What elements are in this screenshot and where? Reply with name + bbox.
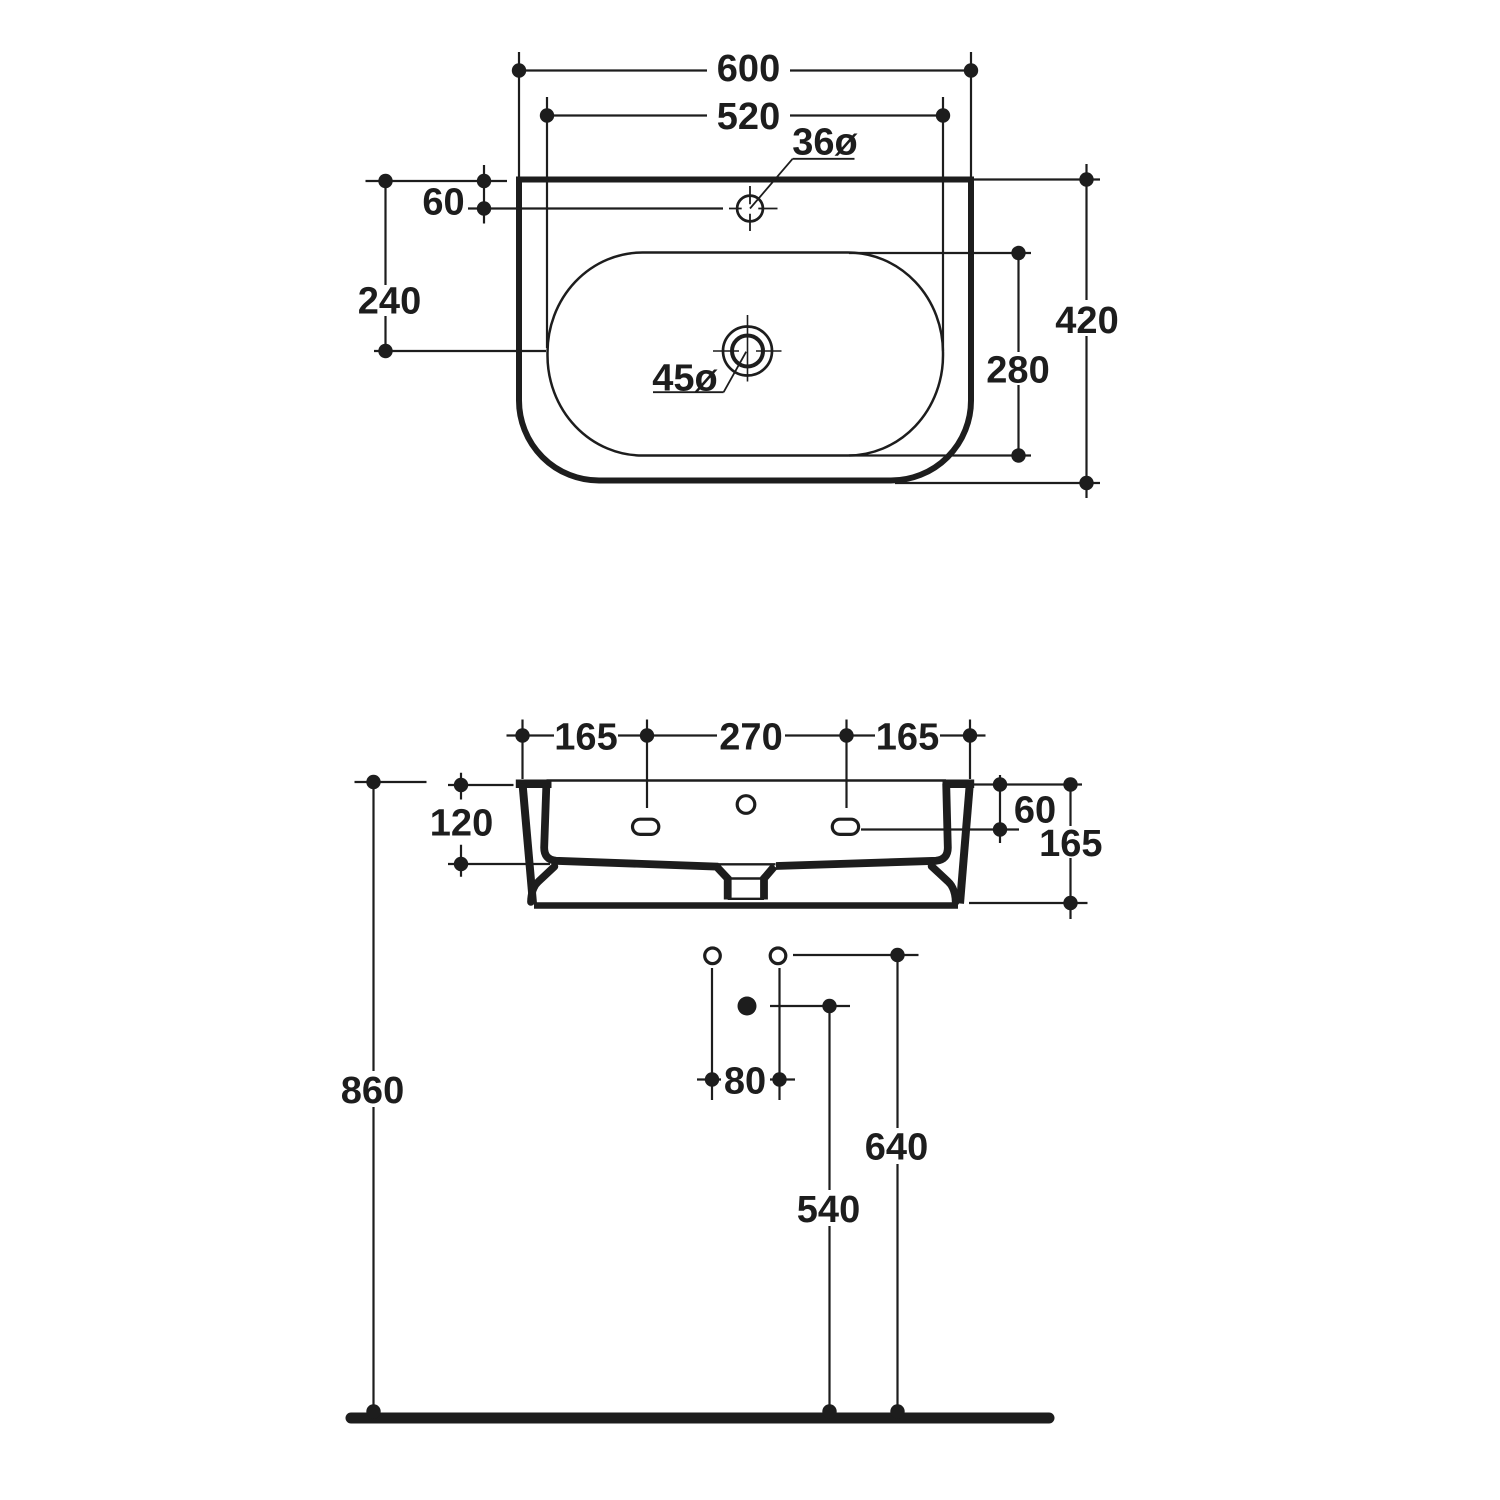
svg-text:165: 165	[1039, 823, 1102, 865]
svg-text:45ø: 45ø	[652, 358, 718, 400]
svg-text:280: 280	[986, 350, 1049, 392]
svg-text:420: 420	[1055, 300, 1118, 342]
svg-text:600: 600	[717, 48, 780, 90]
svg-text:165: 165	[876, 717, 939, 759]
svg-text:540: 540	[797, 1189, 860, 1231]
svg-text:120: 120	[430, 802, 493, 844]
svg-text:270: 270	[719, 717, 782, 759]
svg-text:165: 165	[554, 717, 617, 759]
svg-text:60: 60	[1014, 790, 1056, 832]
svg-text:640: 640	[865, 1127, 928, 1169]
svg-text:36ø: 36ø	[792, 122, 858, 164]
svg-text:860: 860	[341, 1070, 404, 1112]
svg-text:80: 80	[724, 1060, 766, 1102]
svg-text:240: 240	[358, 280, 421, 322]
svg-text:60: 60	[422, 181, 464, 223]
svg-text:520: 520	[717, 96, 780, 138]
